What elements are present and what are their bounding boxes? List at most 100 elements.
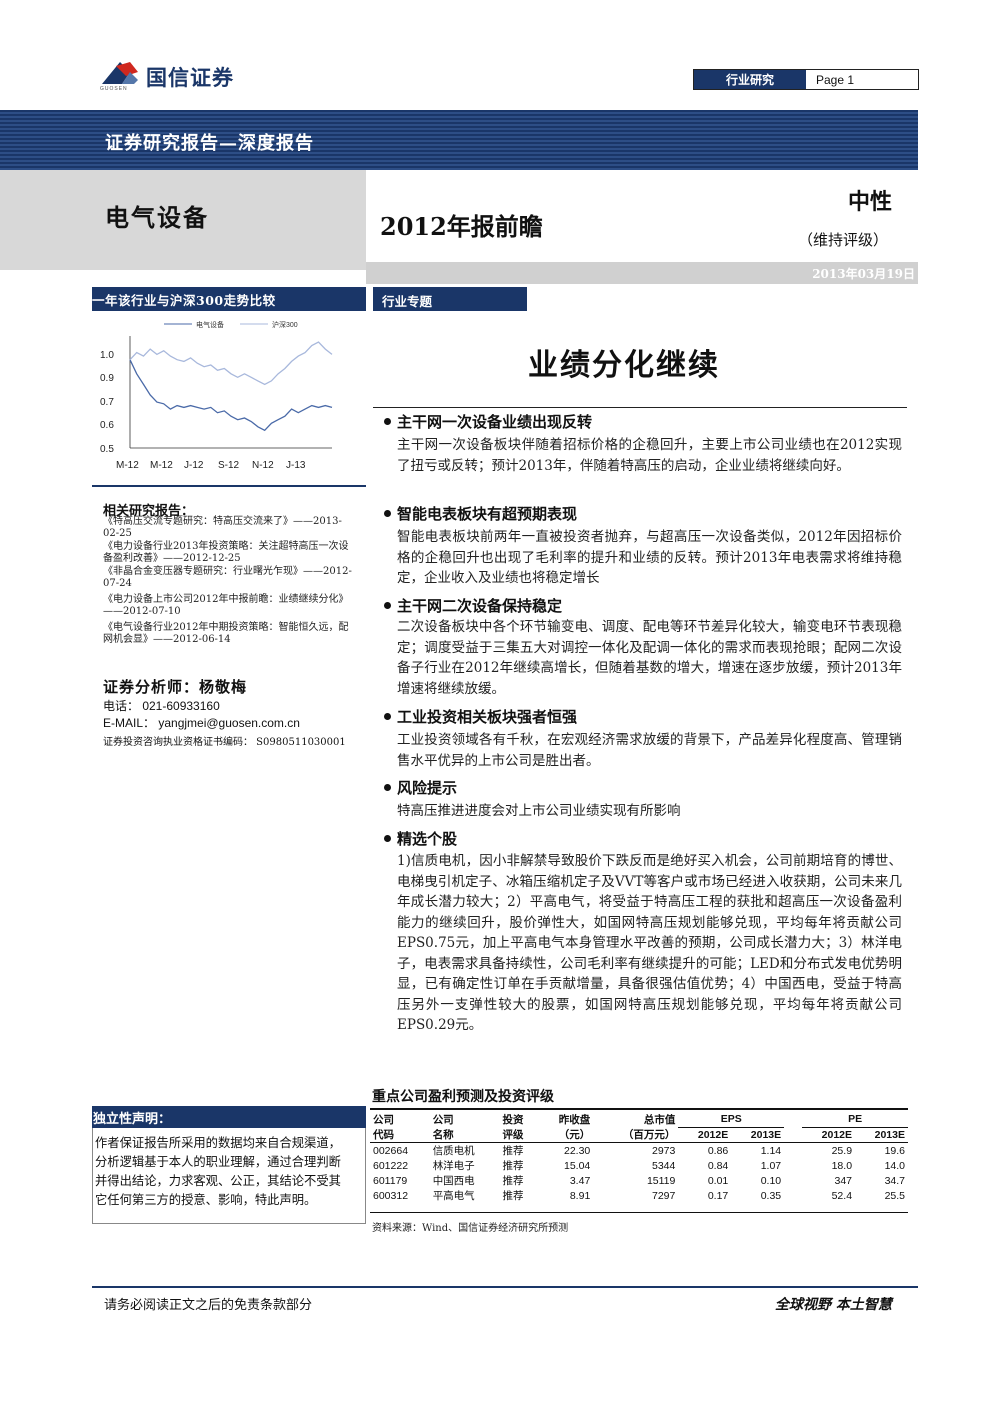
section-paragraph: 二次设备板块中各个环节输变电、调度、配电等环节差异化较大，输变电环节表现稳定；调… xyxy=(397,619,902,697)
table-header-cell: （元） xyxy=(558,1129,591,1141)
table-header-cell: 名称 xyxy=(432,1129,454,1141)
table-header-cell: 2013E xyxy=(750,1128,782,1141)
rating-note: （维持评级） xyxy=(798,231,889,249)
related-report-item[interactable]: 《电力设备上市公司2012年中报前瞻：业绩继续分化》——2012-07-10 xyxy=(103,594,349,617)
independence-line: 它任何第三方的授意、影响，特此声明。 xyxy=(95,1193,317,1207)
table-title: 重点公司盈利预测及投资评级 xyxy=(372,1089,554,1105)
table-header-cell: 公司 xyxy=(432,1114,454,1126)
section-heading: 精选个股 xyxy=(384,828,457,849)
independence-text: 作者保证报告所采用的数据均来自合规渠道， 分析逻辑基于本人的职业理解，通过合理判… xyxy=(95,1134,365,1210)
series-line-1 xyxy=(129,359,333,432)
table-header-cell: EPS xyxy=(678,1112,785,1128)
section-heading: 风险提示 xyxy=(384,777,457,798)
table-header-cell: PE xyxy=(802,1112,908,1128)
section-label: 行业研究 xyxy=(694,70,806,89)
logo-subtext: GUOSEN xyxy=(100,86,128,92)
related-report-item[interactable]: 《特高压交流专题研究：特高压交流来了》——2013-02-25 xyxy=(103,516,342,539)
related-report-item[interactable]: 《电气设备行业2012年中期投资策略：智能恒久远，配网机会显》——2012-06… xyxy=(103,622,349,645)
section-heading: 主干网一次设备业绩出现反转 xyxy=(384,411,592,432)
table-header-cell: 评级 xyxy=(502,1129,524,1141)
x-tick-label: M-12 xyxy=(116,460,139,471)
legend-label: 沪深300 xyxy=(272,320,298,329)
table-header-cell: 代码 xyxy=(373,1129,394,1141)
forecast-table: 公司 公司 投资 昨收盘 总市值 EPS PE 代码 名称 评级 （元） （百万… xyxy=(370,1112,908,1203)
left-separator xyxy=(92,485,366,487)
table-header-cell: 昨收盘 xyxy=(558,1114,591,1126)
table-header-cell: 投资 xyxy=(502,1114,524,1126)
section-paragraph: 智能电表板块前两年一直被投资者抛弃，与超高压一次设备类似，2012年因招标价格的… xyxy=(397,529,902,586)
section-heading: 主干网二次设备保持稳定 xyxy=(384,595,562,616)
table-source: 资料来源：Wind、国信证券经济研究所预测 xyxy=(372,1223,569,1234)
independence-line: 并得出结论，力求客观、公正，其结论不受其 xyxy=(95,1174,341,1188)
chart-title: 一年该行业与沪深300走势比较 xyxy=(92,293,276,308)
title-divider xyxy=(373,407,907,408)
report-type: 证券研究报告—深度报告 xyxy=(105,133,314,154)
independence-line: 作者保证报告所采用的数据均来自合规渠道， xyxy=(95,1136,341,1150)
industry-name: 电气设备 xyxy=(105,203,209,232)
series-line-2 xyxy=(129,341,333,386)
table-header-cell: 总市值 xyxy=(643,1114,676,1126)
analyst-phone: 电话： 021-60933160 xyxy=(103,699,220,713)
bullet-icon xyxy=(384,601,391,609)
section-paragraph: 1)信质电机，因小非解禁导致股价下跌反而是绝好买入机会，公司前期培育的博世、电梯… xyxy=(397,853,902,1033)
related-reports-title: 相关研究报告： xyxy=(103,504,195,519)
independence-line: 分析逻辑基于本人的职业理解，通过合理判断 xyxy=(95,1155,341,1169)
bullet-icon xyxy=(384,712,391,720)
footer-rule xyxy=(92,1286,918,1288)
topic-label: 行业专题 xyxy=(382,294,433,309)
x-tick-label: N-12 xyxy=(252,460,274,471)
table-header-cell: 公司 xyxy=(373,1114,394,1126)
y-tick-label: 0.7 xyxy=(100,397,114,408)
y-tick-label: 0.6 xyxy=(100,420,114,431)
independence-title: 独立性声明： xyxy=(93,1112,172,1127)
table-bottom-rule xyxy=(370,1212,908,1213)
x-tick-label: M-12 xyxy=(150,460,173,471)
footer-slogan: 全球视野 本土智慧 xyxy=(775,1297,892,1313)
analyst-name: 证券分析师：杨敬梅 xyxy=(103,678,248,696)
logo-text: 国信证券 xyxy=(146,65,234,90)
bullet-icon xyxy=(384,834,391,842)
analyst-email[interactable]: E-MAIL： yangjmei@guosen.com.cn xyxy=(103,716,300,730)
footer-disclaimer-note: 请务必阅读正文之后的免责条款部分 xyxy=(104,1298,313,1313)
x-tick-label: S-12 xyxy=(218,460,240,471)
independence-box: 作者保证报告所采用的数据均来自合规渠道， 分析逻辑基于本人的职业理解，通过合理判… xyxy=(92,1128,366,1224)
table-header-row: 代码 名称 评级 （元） （百万元） 2012E 2013E 2012E 201… xyxy=(370,1127,908,1143)
table-top-rule xyxy=(370,1108,908,1110)
bullet-icon xyxy=(384,417,391,425)
page-label: Page 1 xyxy=(816,72,855,87)
chart-title-bar xyxy=(92,287,366,311)
topic-bar xyxy=(373,287,527,311)
legend-label: 电气设备 xyxy=(196,320,224,329)
related-report-item[interactable]: 《电力设备行业2013年投资策略：关注超特高压一次设备盈利改善》——2012-1… xyxy=(103,541,349,564)
table-header-cell: （百万元） xyxy=(622,1129,676,1141)
industry-panel xyxy=(0,170,366,270)
analyst-cert: 证券投资咨询执业资格证书编码： S0980511030001 xyxy=(103,737,346,748)
section-heading: 工业投资相关板块强者恒强 xyxy=(384,706,577,727)
table-header-row: 公司 公司 投资 昨收盘 总市值 EPS PE xyxy=(370,1112,908,1128)
section-paragraph: 特高压推进进度会对上市公司业绩实现有所影响 xyxy=(397,803,681,819)
related-report-item[interactable]: 《非晶合金变压器专题研究：行业曙光乍现》——2012-07-24 xyxy=(103,566,352,589)
report-date: 2013年03月19日 xyxy=(812,267,915,281)
table-header-cell: 2012E xyxy=(821,1128,853,1141)
report-type-band xyxy=(0,110,918,170)
document-title: 2012年报前瞻 xyxy=(380,212,543,241)
x-tick-label: J-13 xyxy=(286,460,306,471)
y-tick-label: 0.5 xyxy=(100,444,114,455)
independence-title-bar xyxy=(92,1106,366,1128)
date-bar xyxy=(366,262,918,284)
y-tick-label: 1.0 xyxy=(100,350,114,361)
guosen-logo-icon xyxy=(102,62,138,84)
section-heading: 智能电表板块有超预期表现 xyxy=(384,503,577,524)
x-tick-label: J-12 xyxy=(184,460,204,471)
table-header-cell: 2013E xyxy=(874,1128,905,1141)
header-section-box: 行业研究 Page 1 xyxy=(693,69,919,90)
section-paragraph: 主干网一次设备板块伴随着招标价格的企稳回升，主要上市公司业绩也在2012实现了扭… xyxy=(397,437,902,474)
y-tick-label: 0.9 xyxy=(100,373,114,384)
rating: 中性 xyxy=(848,189,893,215)
bullet-icon xyxy=(384,509,391,517)
